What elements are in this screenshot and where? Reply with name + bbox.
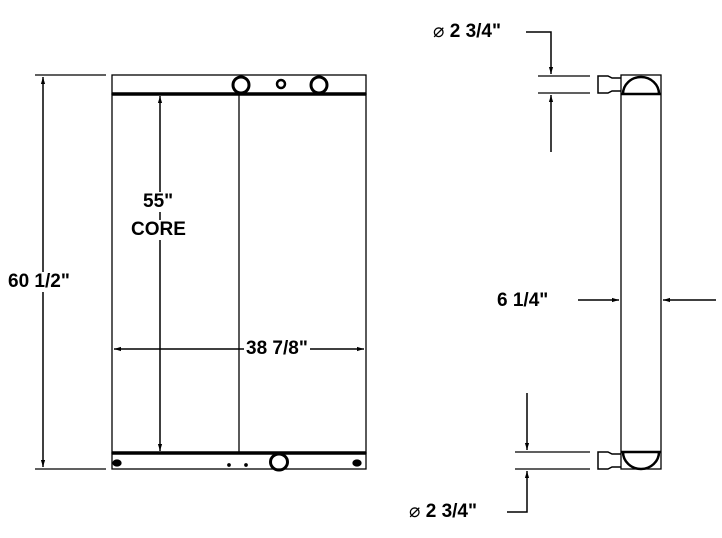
outlet-port <box>269 452 289 472</box>
front-view <box>111 74 367 472</box>
outlet-diameter-label: ⌀ 2 3/4" <box>409 501 478 522</box>
outlet-diameter-dimension <box>507 393 590 513</box>
inlet-port <box>231 75 251 95</box>
core-height-label: 55" <box>143 191 174 212</box>
depth-label: 6 1/4" <box>497 290 549 311</box>
diameter-symbol-icon: ⌀ <box>409 501 421 522</box>
diameter-symbol-icon: ⌀ <box>433 21 445 42</box>
side-view <box>597 74 662 471</box>
inlet-diameter-value: 2 3/4" <box>449 21 502 42</box>
mount-right <box>352 459 362 467</box>
core-label: CORE <box>131 219 186 240</box>
inlet-diameter-label: ⌀ 2 3/4" <box>433 21 502 42</box>
overall-height-label: 60 1/2" <box>8 271 70 292</box>
tank-body <box>620 74 662 470</box>
mount-left <box>112 459 122 467</box>
inlet-diameter-dimension <box>526 31 590 152</box>
port <box>309 75 329 95</box>
width-label: 38 7/8" <box>244 338 310 359</box>
top-dome <box>621 75 661 95</box>
outlet-stub <box>597 451 621 470</box>
outlet-diameter-value: 2 3/4" <box>425 501 478 522</box>
inlet-stub <box>597 75 621 94</box>
vent-port <box>275 78 287 90</box>
bottom-dome <box>621 451 661 471</box>
bottom-tank <box>111 452 367 470</box>
